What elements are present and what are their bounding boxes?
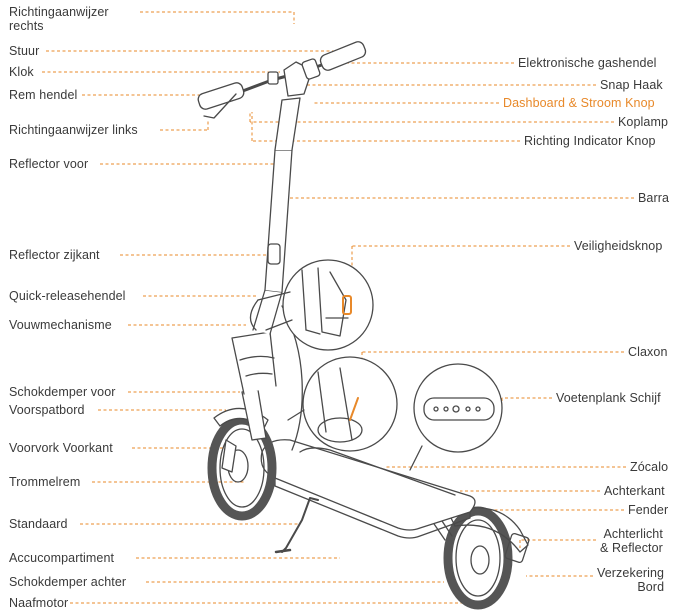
label-reflector-voor: Reflector voor (9, 157, 89, 171)
detail-horn (287, 356, 398, 452)
label-achterkant: Achterkant (604, 484, 665, 498)
label-richting-knop: Richting Indicator Knop (524, 134, 656, 148)
label-schokdemper-voor: Schokdemper voor (9, 385, 116, 399)
label-rem-hendel: Rem hendel (9, 88, 78, 102)
label-richting-rechts: Richtingaanwijzer rechts (9, 5, 109, 33)
label-richting-links: Richtingaanwijzer links (9, 123, 138, 137)
label-verzekering: Verzekering Bord (597, 566, 665, 594)
label-trommelrem: Trommelrem (9, 475, 81, 489)
label-standaard: Standaard (9, 517, 68, 531)
scooter-illustration (197, 41, 530, 610)
label-koplamp: Koplamp (618, 115, 669, 129)
label-dashboard: Dashboard & Stroom Knop (503, 96, 655, 110)
leader-lines (42, 11, 634, 604)
label-quick-release: Quick-releasehendel (9, 289, 126, 303)
label-klok: Klok (9, 65, 34, 79)
rear-light (504, 532, 530, 564)
label-claxon: Claxon (628, 345, 668, 359)
label-snap-haak: Snap Haak (600, 78, 663, 92)
label-achterlicht: Achterlicht & Reflector (600, 527, 663, 555)
label-schokdemper-achter: Schokdemper achter (9, 575, 127, 589)
kickstand (281, 497, 319, 553)
front-wheel (207, 415, 277, 521)
label-voetenplank: Voetenplank Schijf (556, 391, 661, 405)
label-vouwmechanisme: Vouwmechanisme (9, 318, 112, 332)
label-stuur: Stuur (9, 44, 40, 58)
label-veiligheidsknop: Veiligheidsknop (574, 239, 663, 253)
label-voorspatbord: Voorspatbord (9, 403, 85, 417)
label-fender: Fender (628, 503, 669, 517)
detail-footplate-disc (409, 363, 503, 471)
rear-wheel (443, 506, 513, 610)
handlebar (197, 41, 367, 119)
label-reflector-zijkant: Reflector zijkant (9, 248, 100, 262)
label-voorvork: Voorvork Voorkant (9, 441, 113, 455)
label-zocalo: Zócalo (630, 460, 669, 474)
stem (231, 97, 303, 451)
label-gashendel: Elektronische gashendel (518, 56, 657, 70)
label-accucompartiment: Accucompartiment (9, 551, 115, 565)
kickstand-foot (274, 548, 292, 554)
label-barra: Barra (638, 191, 670, 205)
label-naafmotor: Naafmotor (9, 596, 69, 610)
detail-safety-button (257, 259, 374, 351)
